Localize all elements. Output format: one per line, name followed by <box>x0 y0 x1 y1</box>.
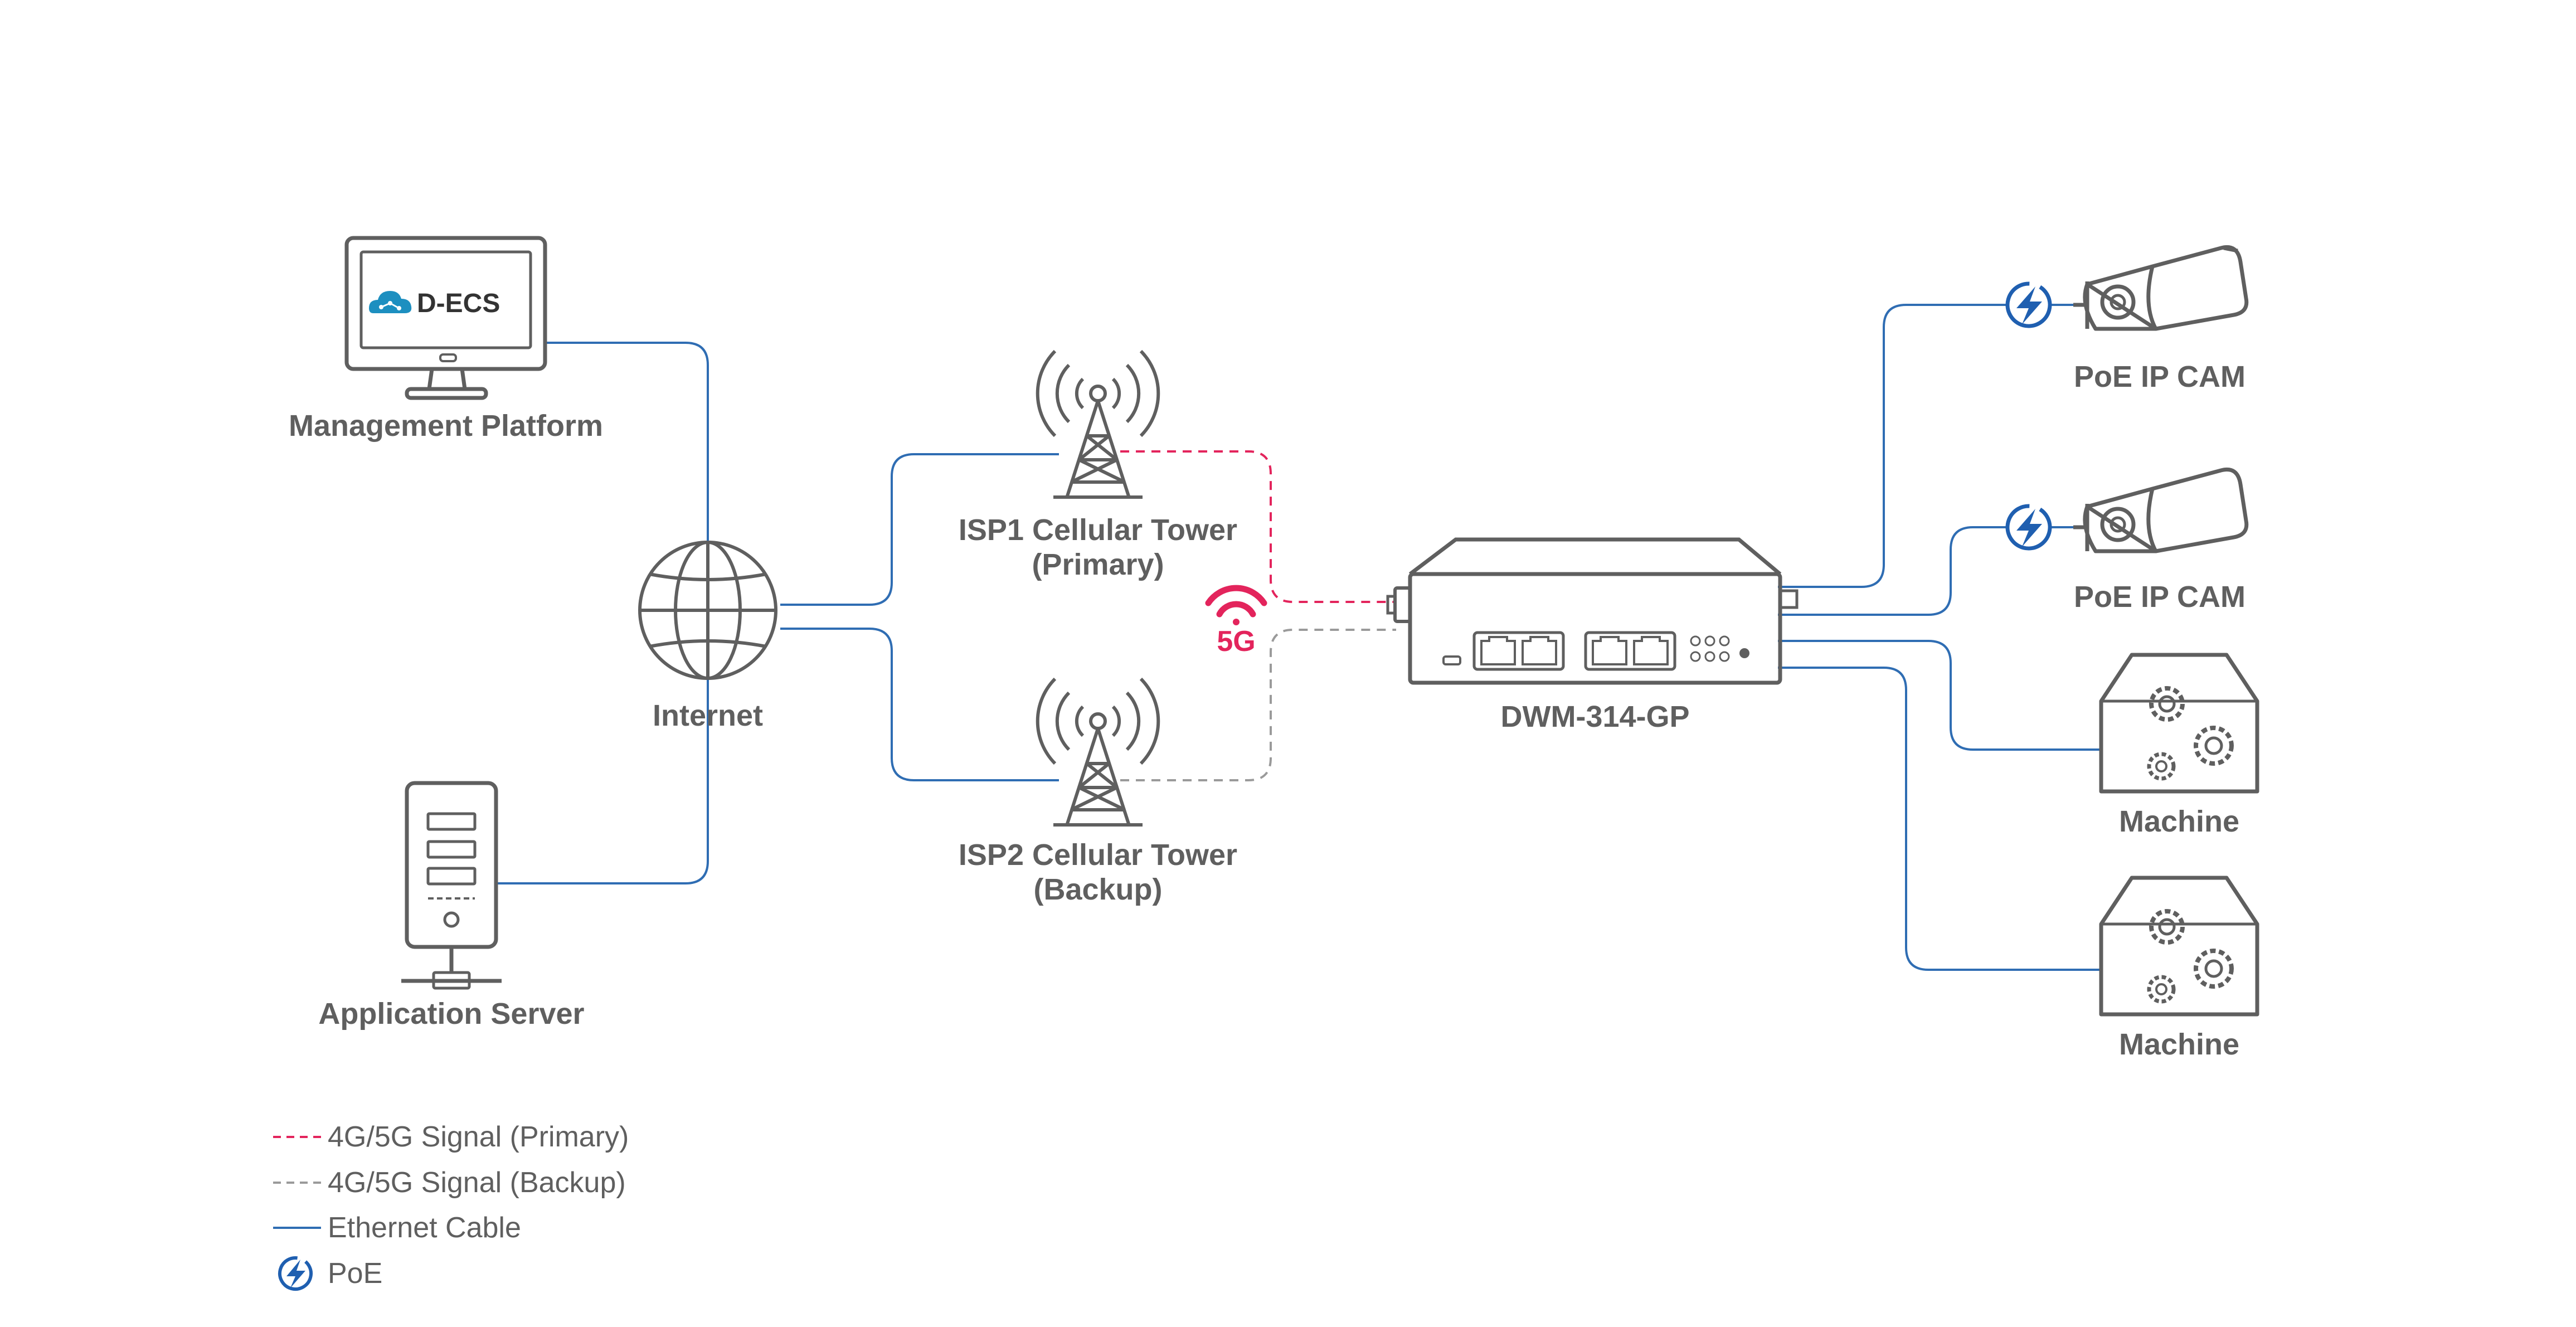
globe-icon <box>638 541 777 680</box>
5g-badge-text: 5G <box>1217 625 1255 658</box>
primary-signal-line <box>1120 450 1396 603</box>
isp2-label-line2: (Backup) <box>1033 873 1163 906</box>
ethernet-line-cam2 <box>1778 526 2006 616</box>
machine-icon-1 <box>2099 653 2259 794</box>
ethernet-line-server <box>496 677 709 884</box>
legend-poe-label: PoE <box>328 1257 383 1290</box>
management-platform-label: Management Platform <box>288 409 604 443</box>
connections <box>496 304 2101 971</box>
isp1-tower-icon <box>1036 349 1160 499</box>
backup-signal-line <box>1120 629 1396 781</box>
d-ecs-logo-text: D-ECS <box>417 289 500 318</box>
cam1-label: PoE IP CAM <box>2073 360 2246 393</box>
internet-label: Internet <box>652 699 764 732</box>
legend-backup-label: 4G/5G Signal (Backup) <box>328 1166 626 1199</box>
d-ecs-logo: D-ECS <box>369 289 500 318</box>
legend-ethernet-label: Ethernet Cable <box>328 1212 521 1244</box>
poe-icon-cam2 <box>2005 504 2052 551</box>
server-icon <box>401 781 502 990</box>
machine1-label: Machine <box>2118 805 2240 838</box>
ethernet-line-isp2 <box>780 628 1059 781</box>
router-label: DWM-314-GP <box>1500 700 1690 733</box>
isp1-label-line1: ISP1 Cellular Tower <box>958 513 1238 547</box>
ethernet-line-machine1 <box>1778 640 2101 751</box>
isp2-tower-icon <box>1036 677 1160 827</box>
poe-icon-cam1 <box>2005 281 2052 328</box>
legend-primary-label: 4G/5G Signal (Primary) <box>328 1121 629 1153</box>
ethernet-line-isp1 <box>780 453 1059 606</box>
application-server-label: Application Server <box>318 997 585 1031</box>
isp1-label-line2: (Primary) <box>1032 548 1164 581</box>
machine2-label: Machine <box>2118 1028 2240 1061</box>
isp2-label-line1: ISP2 Cellular Tower <box>958 838 1238 872</box>
camera-icon-1 <box>2073 245 2249 331</box>
machine-icon-2 <box>2099 876 2259 1017</box>
legend-poe-icon <box>278 1256 313 1291</box>
router-icon <box>1386 537 1799 685</box>
ethernet-line-management <box>545 342 709 543</box>
monitor-icon <box>344 236 547 400</box>
legend-symbols <box>273 1136 321 1229</box>
ethernet-line-cam1 <box>1778 304 2006 588</box>
cam2-label: PoE IP CAM <box>2073 580 2246 614</box>
camera-icon-2 <box>2073 468 2249 553</box>
5g-signal-icon <box>1205 585 1267 625</box>
ethernet-line-machine2 <box>1778 667 2101 971</box>
